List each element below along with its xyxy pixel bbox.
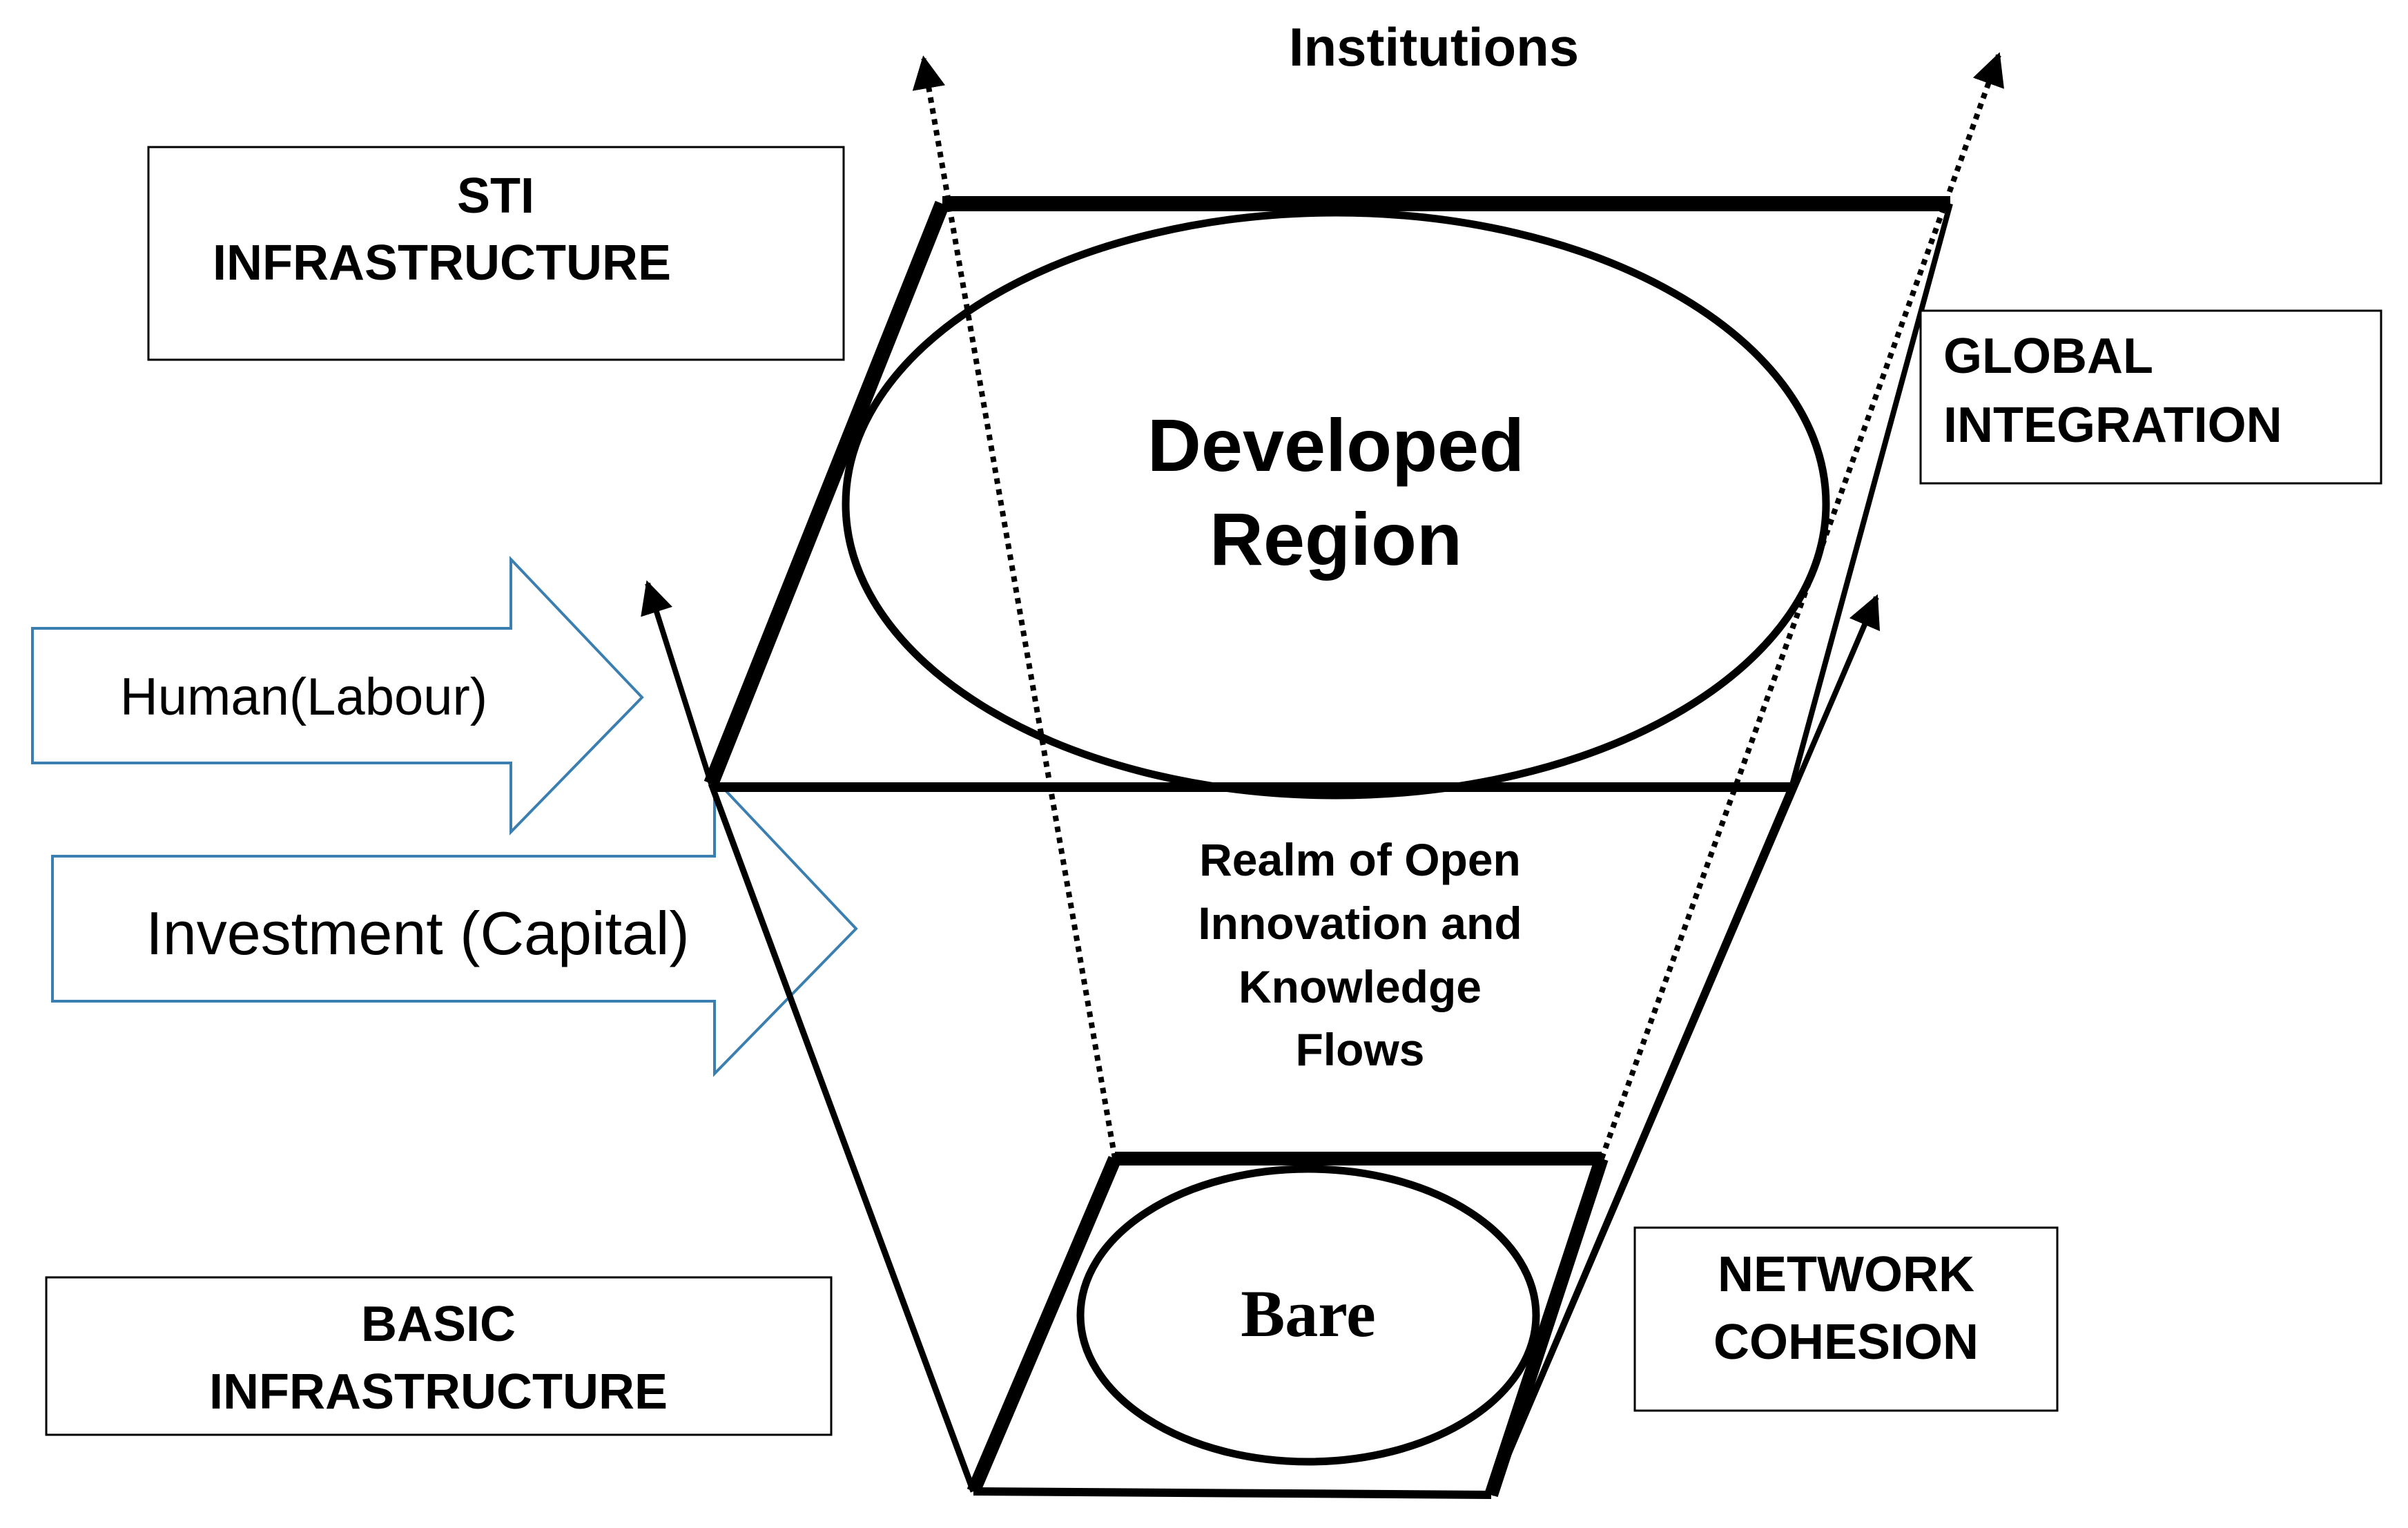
- realm-label-line1: Realm of Open: [1199, 834, 1521, 885]
- investment-capital-label: Investment (Capital): [146, 899, 689, 967]
- sti-label-line1: STI: [457, 168, 534, 224]
- basic-label-line2: INFRASTRUCTURE: [209, 1364, 668, 1420]
- bottom-plane-left-edge: [967, 1156, 1122, 1494]
- funnel-left-side: [708, 782, 977, 1493]
- basic-infrastructure-box: [45, 1276, 833, 1436]
- network-label-line2: COHESION: [1713, 1315, 1979, 1370]
- developed-label-line1: Developed: [1147, 403, 1524, 487]
- bare-region-ellipse: [1076, 1165, 1540, 1466]
- left-institutions-arrow: [912, 55, 1118, 1159]
- right-institutions-arrow: [1599, 52, 2004, 1160]
- right-growth-arrow: [1488, 594, 1881, 1496]
- developed-region-ellipse: [842, 209, 1830, 800]
- investment-capital-arrow: [51, 775, 858, 1077]
- top-plane-left-edge: [703, 200, 950, 787]
- global-label-line1: GLOBAL: [1943, 329, 2153, 384]
- network-label-line1: NETWORK: [1718, 1247, 1974, 1302]
- bottom-plane-right-edge: [1484, 1156, 1609, 1498]
- realm-label-line2: Innovation and: [1198, 898, 1522, 949]
- human-labour-label: Human(Labour): [120, 668, 487, 726]
- bottom-plane-bottom-edge: [973, 1487, 1492, 1499]
- sti-label-line2: INFRASTRUCTURE: [213, 235, 671, 291]
- institutions-label: Institutions: [1289, 17, 1579, 77]
- realm-label-line4: Flows: [1295, 1024, 1424, 1075]
- human-labour-arrow: [31, 555, 644, 835]
- global-label-line2: INTEGRATION: [1943, 398, 2282, 453]
- left-growth-arrow: [641, 580, 714, 785]
- developed-label-line2: Region: [1210, 497, 1462, 581]
- realm-label-line3: Knowledge: [1239, 961, 1482, 1012]
- global-integration-box: [1919, 309, 2382, 485]
- bare-label: Bare: [1241, 1277, 1376, 1351]
- basic-label-line1: BASIC: [361, 1297, 516, 1352]
- sti-infrastructure-box: [147, 146, 845, 361]
- top-plane-right-edge: [1789, 202, 1953, 789]
- network-cohesion-box: [1633, 1226, 2059, 1412]
